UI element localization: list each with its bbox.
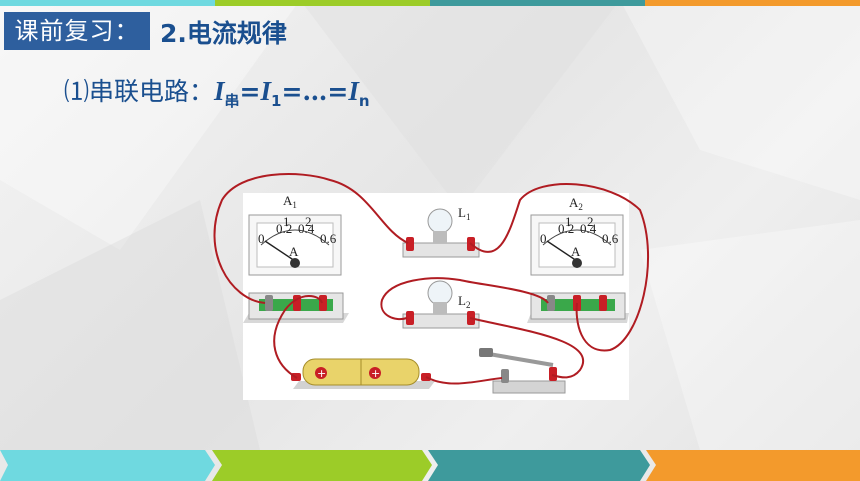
review-badge: 课前复习：: [4, 12, 150, 50]
svg-text:+: +: [371, 367, 380, 380]
top-strip-orange: [645, 0, 860, 6]
lamp-l2-label: L2: [458, 293, 470, 310]
switch: [479, 348, 566, 394]
bottom-bar-orange: [646, 450, 860, 481]
top-strip-green: [215, 0, 430, 6]
svg-text:0.6: 0.6: [320, 231, 337, 246]
svg-text:2: 2: [587, 214, 594, 229]
lamp-l1-label: L1: [458, 205, 470, 222]
formula-i-1: I: [260, 76, 272, 106]
ammeter-a1: A1 A 0 0.2 0.4 0.6 1 2: [243, 193, 349, 323]
series-formula: ⑴串联电路：I串=I1=…=In: [64, 72, 370, 111]
lamp-l1: L1: [402, 205, 480, 258]
ammeter-a2: A2 A 0 0.2 0.4 0.6 1 2: [527, 195, 629, 323]
formula-equals: =: [239, 77, 261, 106]
lamp-l2: L2: [402, 280, 480, 329]
svg-text:2: 2: [305, 214, 312, 229]
svg-text:0.6: 0.6: [602, 231, 619, 246]
bottom-bar-cyan: [0, 450, 215, 481]
svg-text:+: +: [317, 367, 326, 380]
formula-i-n: I: [348, 76, 359, 106]
svg-text:1: 1: [565, 214, 572, 229]
ammeter-a1-label: A1: [283, 193, 297, 210]
formula-sub-1: 1: [271, 92, 282, 110]
formula-sub-series: 串: [224, 92, 240, 110]
svg-text:0: 0: [258, 231, 265, 246]
top-strip-teal: [430, 0, 645, 6]
formula-dots: =…=: [281, 77, 349, 106]
ammeter-a1-unit: A: [289, 244, 299, 259]
svg-text:1: 1: [283, 214, 290, 229]
page-title: 2.电流规律: [160, 19, 287, 48]
formula-i-series: I: [214, 76, 225, 106]
battery: + +: [291, 358, 435, 389]
formula-sub-n: n: [358, 92, 370, 110]
ammeter-a2-label: A2: [569, 195, 583, 212]
svg-text:0: 0: [540, 231, 547, 246]
bottom-color-bar: [0, 450, 860, 481]
bottom-bar-green: [212, 450, 432, 481]
circuit-image: A1 A 0 0.2 0.4 0.6 1 2 L1: [243, 193, 629, 400]
bottom-bar-teal: [428, 450, 650, 481]
formula-lead: ⑴串联电路：: [64, 77, 215, 106]
top-strip-cyan: [0, 0, 215, 6]
ammeter-a2-unit: A: [571, 244, 581, 259]
